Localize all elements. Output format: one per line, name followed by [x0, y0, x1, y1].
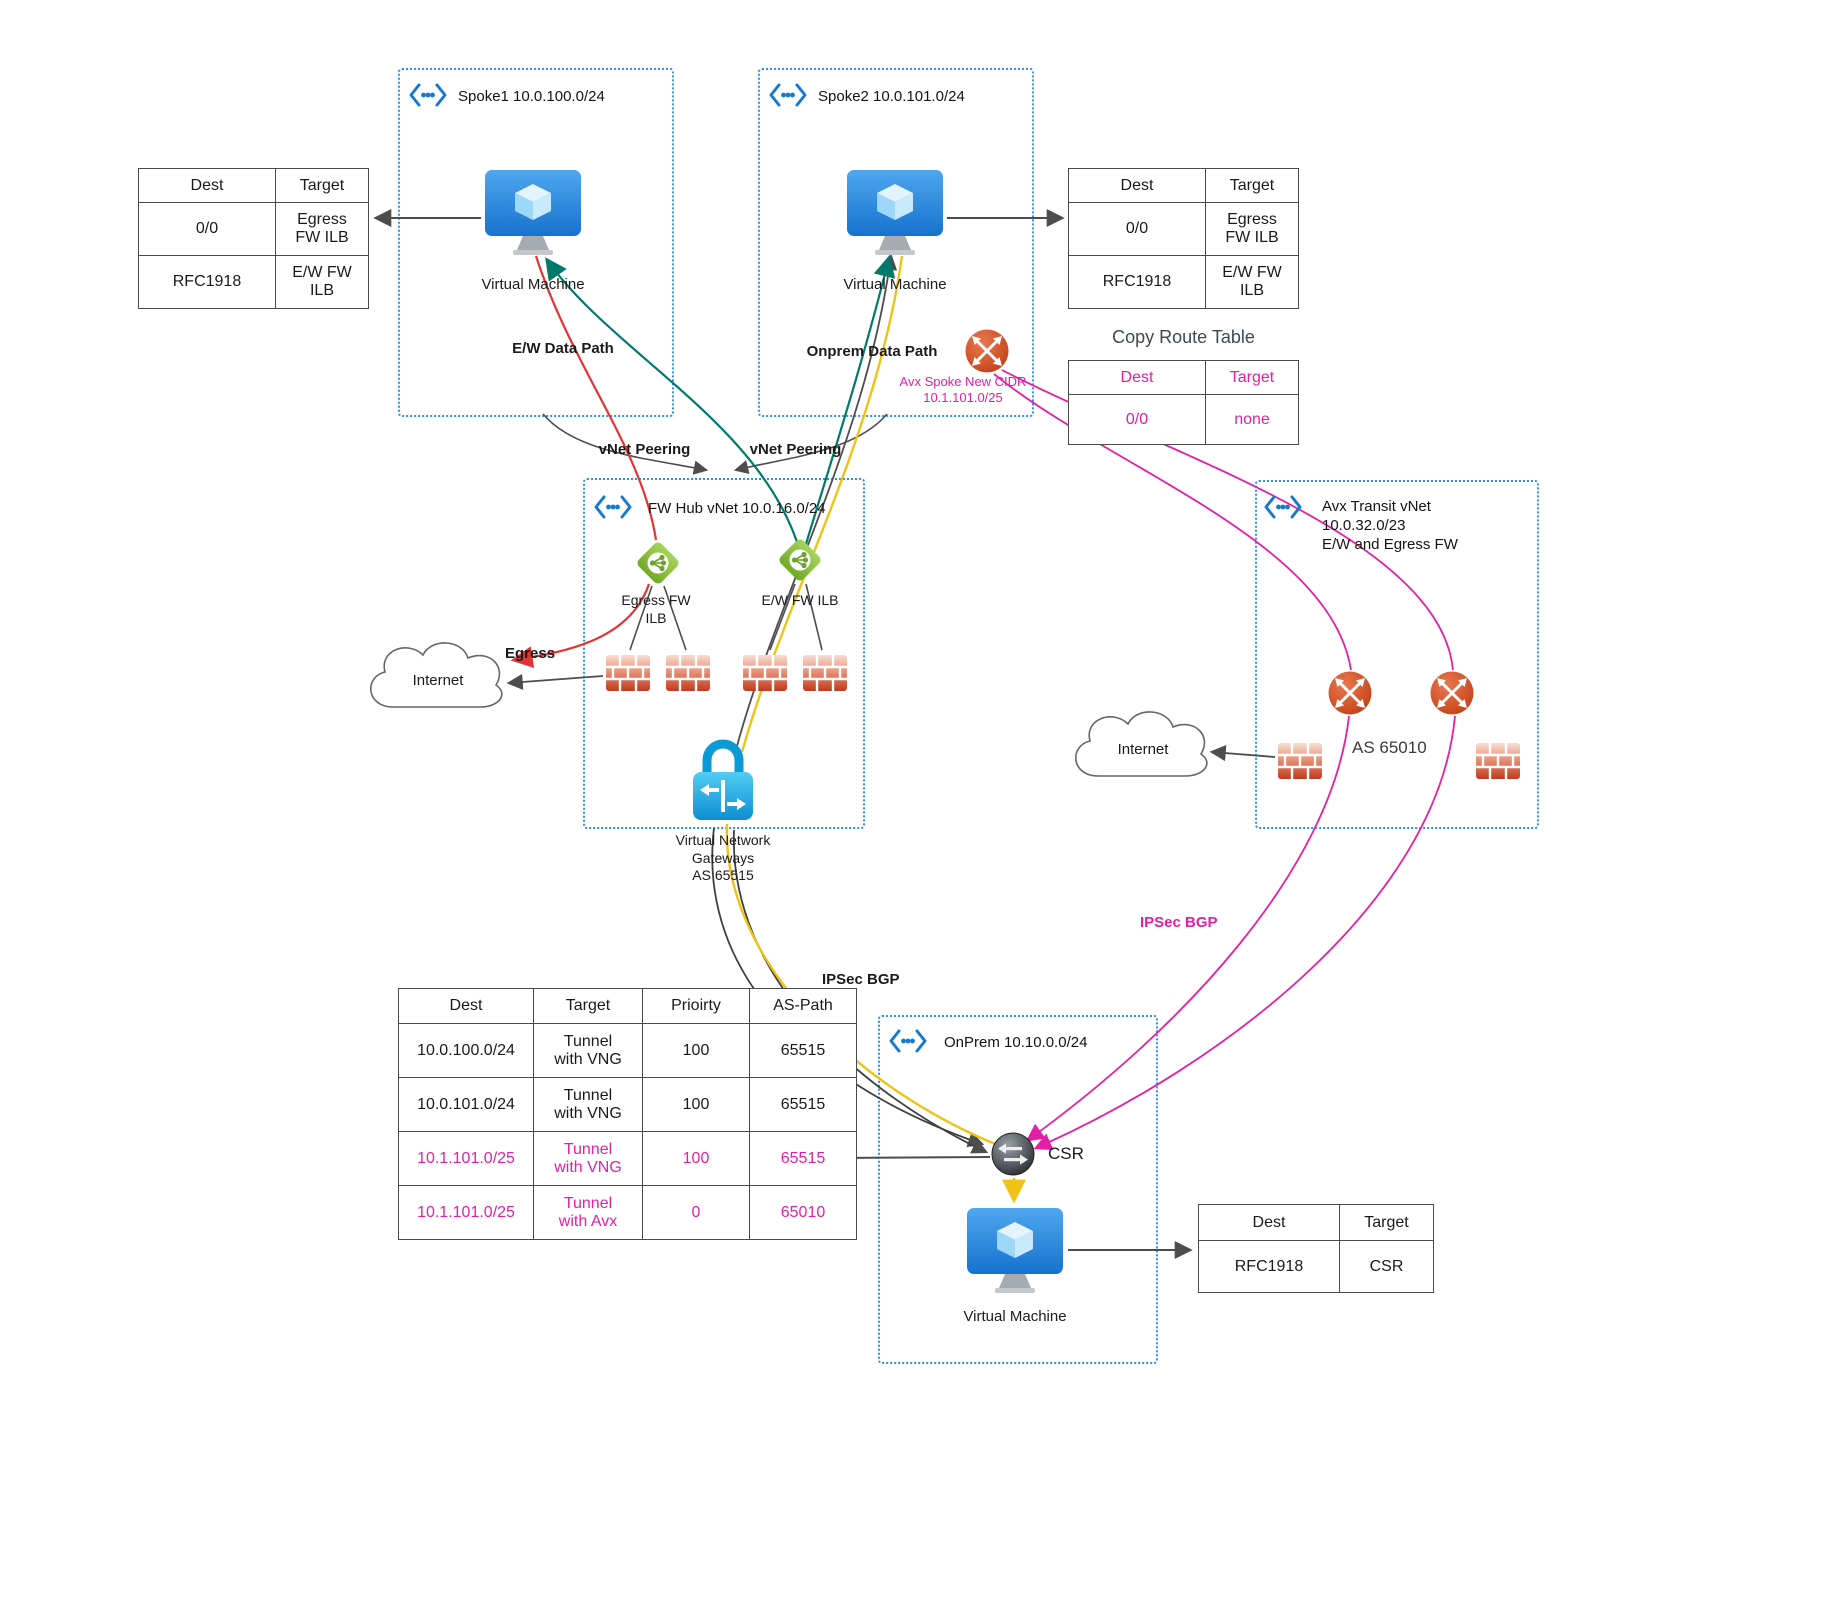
hub-title: FW Hub vNet 10.0.16.0/24	[648, 500, 826, 517]
spoke1-route-table: Dest Target 0/0 Egress FW ILB RFC1918 E/…	[138, 168, 369, 309]
avx-transit-title: Avx Transit vNet 10.0.32.0/23 E/W and Eg…	[1322, 498, 1458, 553]
internet-cloud-right	[1075, 711, 1208, 777]
vnet-icon	[593, 494, 633, 525]
column-header: Dest	[1068, 360, 1206, 395]
avx-spoke-label: Avx Spoke New CIDR 10.1.101.0/25	[899, 374, 1027, 406]
vnet-icon	[768, 82, 808, 113]
internet-right-label: Internet	[1117, 741, 1169, 758]
ipsec-bgp-hub-label: IPSec BGP	[822, 971, 900, 988]
column-header: Dest	[138, 168, 276, 203]
onprem-vm-label: Virtual Machine	[963, 1308, 1067, 1325]
bgp-route-table: Dest Target Prioirty AS-Path 10.0.100.0/…	[398, 988, 857, 1240]
column-header: Dest	[398, 988, 534, 1024]
spoke1-vnet-box	[398, 68, 674, 417]
csr-label: CSR	[1048, 1144, 1084, 1163]
vnet-peering-right-label: vNet Peering	[749, 441, 842, 458]
spoke2-vm-label: Virtual Machine	[843, 276, 947, 293]
avx-transit-vnet-box	[1255, 480, 1539, 829]
ew-data-path-label: E/W Data Path	[512, 340, 614, 357]
ew-fw-ilb-label: E/W FW ILB	[761, 592, 839, 608]
firewall-icon	[605, 654, 651, 697]
vng-label: Virtual Network Gateways AS 65515	[675, 832, 771, 883]
vnet-icon	[408, 82, 448, 113]
avx-gateway-icon	[1429, 670, 1475, 721]
firewall-icon	[1475, 742, 1521, 785]
egress-label: Egress	[505, 645, 556, 662]
table-row: 10.0.101.0/24 Tunnel with VNG 100 65515	[398, 1077, 857, 1132]
spoke2-vnet-box	[758, 68, 1034, 417]
edge-avx-fw-to-internet	[1209, 745, 1276, 762]
spoke2-title: Spoke2 10.0.101.0/24	[818, 88, 965, 105]
onprem-title: OnPrem 10.10.0.0/24	[944, 1034, 1088, 1051]
egress-fw-ilb-icon	[632, 537, 684, 594]
spoke2-route-table: Dest Target 0/0 Egress FW ILB RFC1918 E/…	[1068, 168, 1299, 309]
column-header: Dest	[1068, 168, 1206, 203]
csr-router-icon	[990, 1131, 1036, 1182]
table-row: RFC1918 E/W FW ILB	[1068, 255, 1299, 309]
spoke1-vm-label: Virtual Machine	[481, 276, 585, 293]
onprem-box	[878, 1015, 1158, 1364]
static-connectors	[373, 209, 1276, 1259]
edge-peering-spoke1	[542, 413, 709, 475]
table-header-row: Dest Target	[1068, 360, 1299, 395]
table-row: RFC1918 CSR	[1198, 1240, 1434, 1293]
onprem-route-table: Dest Target RFC1918 CSR	[1198, 1204, 1434, 1293]
column-header: Target	[275, 168, 369, 203]
table-row: 10.1.101.0/25 Tunnel with Avx 0 65010	[398, 1185, 857, 1240]
avx-spoke-gateway-icon	[964, 328, 1010, 379]
table-header-row: Dest Target	[1198, 1204, 1434, 1241]
edge-fw-to-internet	[506, 673, 604, 691]
egress-path	[510, 255, 658, 669]
column-header: AS-Path	[749, 988, 857, 1024]
table-row: 0/0 none	[1068, 394, 1299, 445]
fw-hub-vnet-box	[583, 478, 865, 829]
copy-route-table-label: Copy Route Table	[1112, 327, 1255, 347]
table-header-row: Dest Target	[138, 168, 369, 203]
spoke1-vm-icon	[483, 168, 583, 265]
table-row: 10.0.100.0/24 Tunnel with VNG 100 65515	[398, 1023, 857, 1078]
egress-fw-ilb-label: Egress FW ILB	[621, 592, 691, 626]
vnet-peering-left-label: vNet Peering	[598, 441, 691, 458]
avx-ipsec-paths	[993, 369, 1456, 1151]
column-header: Target	[1205, 360, 1299, 395]
spoke2-vm-icon	[845, 168, 945, 265]
avx-gateway-icon	[1327, 670, 1373, 721]
column-header: Target	[533, 988, 643, 1024]
vnet-icon	[1263, 494, 1303, 525]
table-row: RFC1918 E/W FW ILB	[138, 255, 369, 309]
internet-cloud-left	[370, 642, 503, 708]
table-header-row: Dest Target Prioirty AS-Path	[398, 988, 857, 1024]
table-row: 10.1.101.0/25 Tunnel with VNG 100 65515	[398, 1131, 857, 1186]
vnet-icon	[888, 1028, 928, 1059]
ilb-to-firewall-links	[629, 583, 823, 651]
copy-route-table: Dest Target 0/0 none	[1068, 360, 1299, 445]
table-header-row: Dest Target	[1068, 168, 1299, 203]
firewall-icon	[665, 654, 711, 697]
edge-csr-to-bgp-table	[829, 1148, 991, 1167]
ew-data-path	[545, 254, 896, 545]
column-header: Target	[1339, 1204, 1434, 1241]
internet-left-label: Internet	[412, 672, 464, 689]
table-row: 0/0 Egress FW ILB	[1068, 202, 1299, 256]
firewall-icon	[1277, 742, 1323, 785]
virtual-network-gateway-icon	[683, 730, 763, 835]
firewall-icon	[742, 654, 788, 697]
ew-fw-ilb-icon	[774, 534, 826, 591]
column-header: Dest	[1198, 1204, 1340, 1241]
column-header: Prioirty	[642, 988, 750, 1024]
column-header: Target	[1205, 168, 1299, 203]
onprem-data-path-label: Onprem Data Path	[806, 343, 938, 360]
table-row: 0/0 Egress FW ILB	[138, 202, 369, 256]
ipsec-bgp-avx-label: IPSec BGP	[1140, 914, 1218, 931]
firewall-icon	[802, 654, 848, 697]
onprem-vm-icon	[965, 1206, 1065, 1303]
spoke1-title: Spoke1 10.0.100.0/24	[458, 88, 605, 105]
avx-as-label: AS 65010	[1352, 738, 1427, 757]
